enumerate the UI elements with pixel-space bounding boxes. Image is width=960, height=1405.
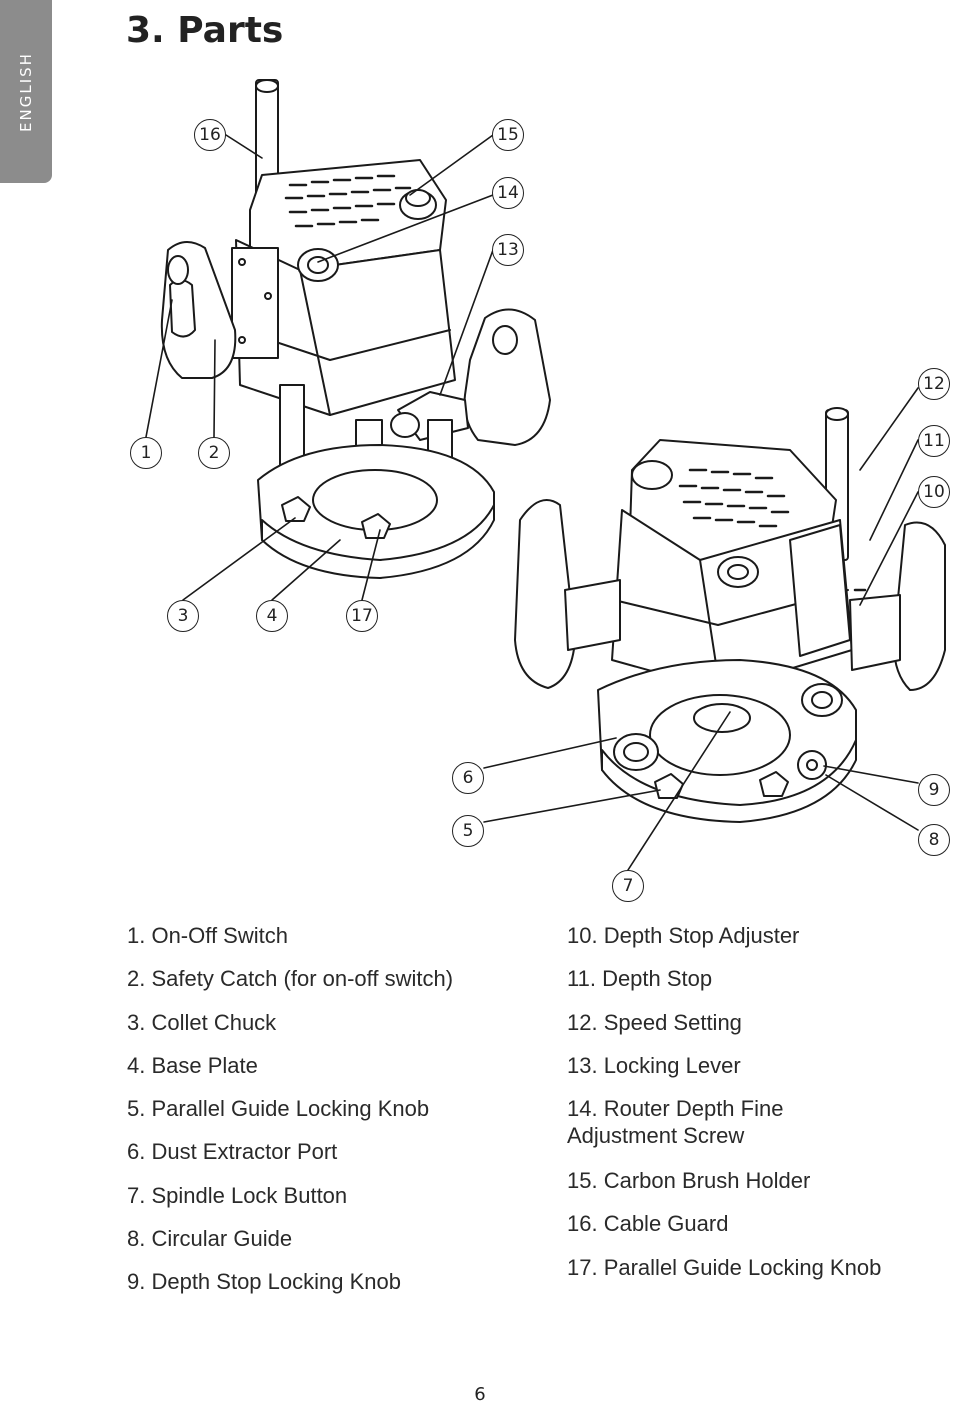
callout-2: 2 — [198, 437, 230, 469]
callout-16: 16 — [194, 119, 226, 151]
list-item: 9. Depth Stop Locking Knob — [127, 1269, 401, 1295]
callout-10: 10 — [918, 476, 950, 508]
list-item: 10. Depth Stop Adjuster — [567, 923, 800, 948]
callout-12: 12 — [918, 368, 950, 400]
callout-8: 8 — [918, 824, 950, 856]
list-item: 4. Base Plate — [127, 1052, 258, 1078]
callout-13: 13 — [492, 234, 524, 266]
router-b — [514, 407, 946, 823]
list-item: 14. Router Depth Fine Adjustment Screw — [567, 1096, 784, 1149]
callout-17: 17 — [346, 600, 378, 632]
router-a — [160, 79, 551, 579]
list-item: 11. Depth Stop — [567, 966, 713, 992]
leader-lines — [145, 134, 919, 871]
callout-7: 7 — [612, 870, 644, 902]
list-item: 2. Safety Catch (for on-off switch) — [127, 966, 454, 992]
list-item: 12. Speed Setting — [567, 1009, 742, 1035]
router-illustration — [145, 79, 946, 871]
callout-5: 5 — [452, 815, 484, 847]
callout-3: 3 — [167, 600, 199, 632]
language-tab: ENGLISH — [0, 0, 52, 183]
list-item: 8. Circular Guide — [127, 1226, 293, 1252]
parts-list-right: 10. Depth Stop Adjuster 11. Depth Stop 1… — [567, 922, 881, 1297]
list-item: 15. Carbon Brush Holder — [567, 1168, 811, 1194]
list-item: 1. On-Off Switch — [127, 923, 288, 948]
callout-4: 4 — [256, 600, 288, 632]
list-item: 6. Dust Extractor Port — [127, 1139, 338, 1165]
page-title: 3. Parts — [126, 10, 284, 51]
callout-11: 11 — [918, 425, 950, 457]
list-item: 13. Locking Lever — [567, 1052, 741, 1078]
callout-6: 6 — [452, 762, 484, 794]
callout-15: 15 — [492, 119, 524, 151]
callout-14: 14 — [492, 177, 524, 209]
list-item: 7. Spindle Lock Button — [127, 1182, 348, 1208]
list-item: 16. Cable Guard — [567, 1211, 729, 1237]
list-item: 3. Collet Chuck — [127, 1009, 277, 1035]
page-number: 6 — [474, 1384, 486, 1405]
list-item: 17. Parallel Guide Locking Knob — [567, 1254, 882, 1280]
callout-9: 9 — [918, 774, 950, 806]
list-item: 5. Parallel Guide Locking Knob — [127, 1096, 430, 1122]
callout-1: 1 — [130, 437, 162, 469]
parts-list-left: 1. On-Off Switch 2. Safety Catch (for on… — [127, 922, 453, 1312]
